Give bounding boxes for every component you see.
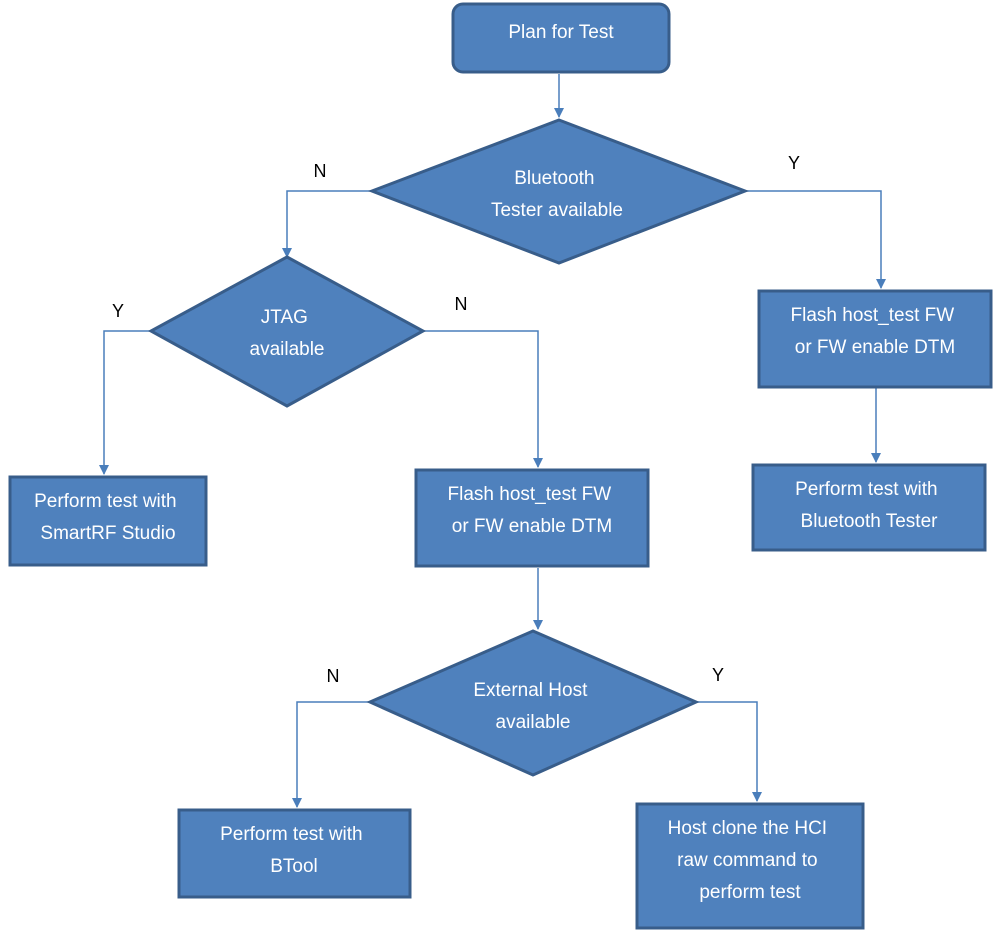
node-flash-middle-shape [414, 468, 650, 568]
node-host-clone: Host clone the HCI raw command to perfor… [635, 802, 865, 930]
svg-text:Flash host_test FW or FW: Flash host_test FW or FW enable DTM [448, 484, 617, 537]
node-host-clone-shape [635, 802, 865, 930]
node-smartrf-shape [8, 475, 208, 567]
svg-text:Perform test with SmartR: Perform test with SmartRF Studio [34, 491, 182, 544]
svg-text:Bluetooth Tester availab: Bluetooth Tester available [491, 168, 623, 221]
arrow-jtag-no-to-flash [423, 330, 543, 468]
node-smartrf-line-1: Perform test with [34, 491, 177, 512]
decision-jtag-shape [147, 255, 427, 408]
node-plan-for-test-shape [451, 2, 671, 74]
node-flash-right-shape [757, 289, 993, 389]
svg-text:JTAG available: JTAG available [250, 307, 325, 360]
node-host-clone-line-2: raw command to [677, 850, 817, 871]
arrow-external-no-to-btool [292, 701, 370, 808]
node-flash-right-line-1: Flash host_test FW [791, 305, 955, 326]
node-plan-for-test-text: Plan for Test [508, 22, 614, 43]
decision-jtag: JTAG available [147, 255, 427, 408]
decision-external-host-line-1: External Host [473, 680, 588, 701]
connectors [99, 74, 886, 808]
node-flash-middle: Flash host_test FW or FW enable DTM [414, 468, 650, 568]
decision-external-host: External Host available [366, 629, 700, 777]
node-smartrf-line-2: SmartRF Studio [40, 523, 175, 544]
node-host-clone-line-1: Host clone the HCI [668, 818, 827, 839]
svg-text:Perform test with BTool: Perform test with BTool [220, 824, 368, 877]
svg-text:External Host available: External Host available [473, 680, 592, 733]
node-flash-middle-line-1: Flash host_test FW [448, 484, 612, 505]
arrow-bluetooth-yes-to-flash [745, 190, 886, 289]
arrow-bluetooth-no-to-jtag [282, 190, 372, 258]
label-external-no: N [327, 666, 340, 686]
decision-bluetooth-tester-shape [367, 118, 750, 265]
decision-bluetooth-tester-line-2: Tester available [491, 200, 623, 221]
node-btool-line-2: BTool [270, 856, 318, 877]
decision-bluetooth-tester: Bluetooth Tester available [367, 118, 750, 265]
label-bluetooth-yes: Y [788, 153, 800, 173]
node-perform-bluetooth-line-1: Perform test with [795, 479, 938, 500]
node-perform-bluetooth-line-2: Bluetooth Tester [801, 511, 939, 532]
label-external-yes: Y [712, 665, 724, 685]
svg-text:Host clone the HCI raw c: Host clone the HCI raw command to perfor… [668, 818, 833, 903]
node-flash-right: Flash host_test FW or FW enable DTM [757, 289, 993, 389]
label-jtag-yes: Y [112, 301, 124, 321]
node-btool: Perform test with BTool [177, 808, 412, 899]
decision-jtag-line-1: JTAG [261, 307, 308, 328]
label-bluetooth-no: N [314, 161, 327, 181]
edge-labels: N Y Y N N Y [112, 153, 800, 686]
label-jtag-no: N [455, 294, 468, 314]
node-flash-middle-line-2: or FW enable DTM [452, 516, 612, 537]
node-btool-line-1: Perform test with [220, 824, 363, 845]
decision-bluetooth-tester-line-1: Bluetooth [514, 168, 594, 189]
svg-text:Perform test with Blueto: Perform test with Bluetooth Tester [795, 479, 943, 532]
decision-jtag-line-2: available [250, 339, 325, 360]
arrow-external-yes-to-host-clone [696, 701, 762, 802]
node-perform-bluetooth-shape [751, 463, 987, 552]
node-host-clone-line-3: perform test [699, 882, 801, 903]
svg-text:Flash host_test FW or FW: Flash host_test FW or FW enable DTM [791, 305, 960, 358]
arrow-jtag-yes-to-smartrf [99, 330, 151, 475]
decision-external-host-line-2: available [496, 712, 571, 733]
node-plan-for-test: Plan for Test [451, 2, 671, 74]
node-perform-bluetooth: Perform test with Bluetooth Tester [751, 463, 987, 552]
node-btool-shape [177, 808, 412, 899]
node-flash-right-line-2: or FW enable DTM [795, 337, 955, 358]
node-smartrf: Perform test with SmartRF Studio [8, 475, 208, 567]
svg-text:Plan for Test: Plan for Test [508, 22, 614, 43]
decision-external-host-shape [366, 629, 700, 777]
